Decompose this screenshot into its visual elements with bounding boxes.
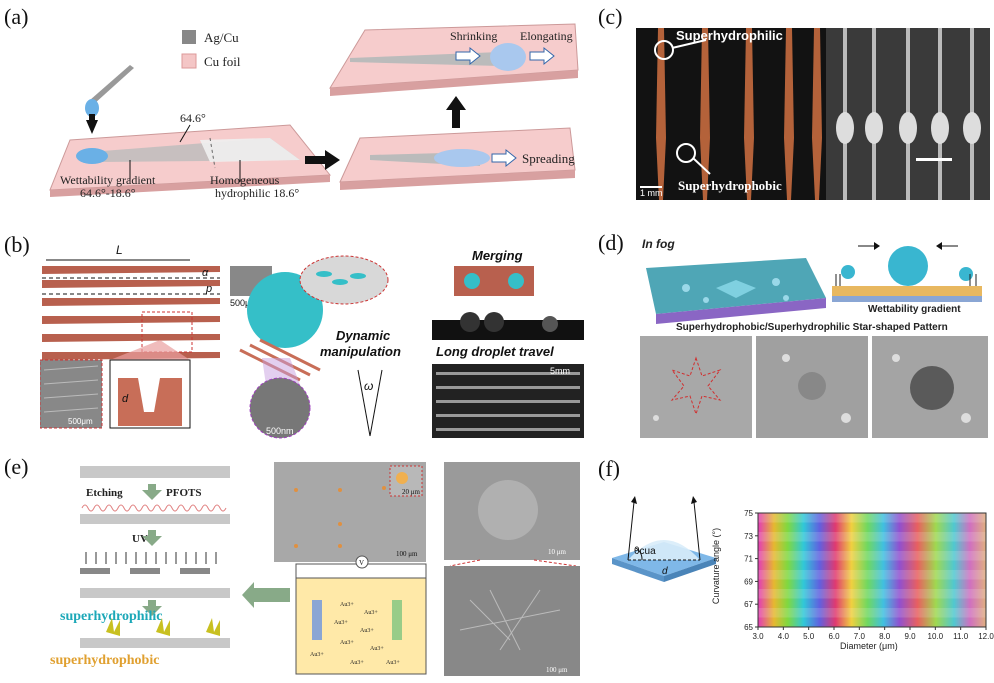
heatmap-frame — [757, 512, 987, 628]
heatmap-band — [758, 608, 986, 618]
wettability-gradient: Wettability gradient — [60, 173, 156, 187]
scale-5mm: 5mm — [550, 366, 570, 376]
label-e-superhydrophobic: superhydrophobic — [50, 653, 159, 668]
scale-500nm: 500nm — [266, 426, 294, 436]
heatmap-band — [758, 551, 986, 561]
heatmap-band — [758, 532, 986, 542]
y-tick-label: 67 — [744, 600, 753, 609]
curvature-heatmap-chart: 3.0 4.0 5.0 6.0 7.0 8.0 9.0 10.0 11.0 12.0 65 67 69 7… — [711, 505, 994, 655]
label-pfots: PFOTS — [166, 487, 201, 499]
panel-a-figure: Ag/Cu Cu foil 64.6° Wettability gradient… — [49, 23, 579, 200]
voltmeter-label: V — [359, 559, 364, 567]
label-omega: ω — [364, 379, 373, 393]
label-superhydrophobic: Superhydrophobic — [678, 178, 782, 193]
label-dynamic: Dynamic — [336, 328, 391, 343]
x-tick-label: 3.0 — [752, 632, 764, 641]
label-e-superhydrophilic: superhydrophilic — [60, 609, 162, 624]
x-tick-label: 11.0 — [953, 632, 969, 641]
panel-f-diagram: θcua d — [612, 496, 716, 582]
x-tick-label: 6.0 — [828, 632, 840, 641]
hydrophilic: hydrophilic 18.6° — [215, 186, 299, 200]
scale-500um-a: 500μm — [68, 417, 93, 426]
label-theta: θcua — [634, 546, 656, 557]
label-manipulation: manipulation — [320, 344, 401, 359]
legend-agcu-swatch — [182, 30, 196, 44]
arrow-up-icon — [446, 96, 466, 128]
label-etching: Etching — [86, 487, 123, 499]
x-tick-label: 4.0 — [778, 632, 790, 641]
scale-10um: 10 μm — [548, 548, 567, 556]
ion-5: Au3+ — [340, 640, 354, 646]
y-tick-label: 65 — [744, 623, 753, 632]
panel-b-label: (b) — [4, 232, 30, 257]
panel-d-figure: In fog Wettability gradient Superhydroph… — [636, 228, 990, 440]
legend-cufoil: Cu foil — [204, 54, 241, 69]
ion-2: Au3+ — [364, 610, 378, 616]
heatmap-band — [758, 570, 986, 580]
label-f-d: d — [662, 566, 668, 577]
panel-e-label: (e) — [4, 454, 29, 479]
ion-9: Au3+ — [386, 660, 400, 666]
heatmap-xlabel: Diameter (μm) — [840, 641, 898, 651]
panel-c-label: (c) — [598, 4, 623, 29]
label-long-travel: Long droplet travel — [436, 344, 554, 359]
label-d: d — [122, 393, 129, 405]
angle-top: 64.6° — [180, 111, 206, 125]
y-tick-label: 69 — [744, 577, 753, 586]
ion-7: Au3+ — [310, 652, 324, 658]
droplet-icon — [85, 99, 99, 117]
elongating: Elongating — [520, 29, 573, 43]
panel-a-label: (a) — [4, 4, 29, 29]
x-tick-label: 5.0 — [803, 632, 815, 641]
ion-4: Au3+ — [360, 628, 374, 634]
scale-100um: 100 μm — [396, 550, 418, 558]
heatmap-field — [758, 513, 986, 627]
x-tick-label: 8.0 — [879, 632, 891, 641]
label-superhydrophilic: Superhydrophilic — [676, 28, 783, 43]
scale-20um: 20 μm — [402, 488, 421, 496]
label-d-gradient: Wettability gradient — [868, 304, 961, 315]
y-tick-label: 75 — [744, 509, 753, 518]
spreading: Spreading — [522, 151, 575, 166]
ion-3: Au3+ — [334, 620, 348, 626]
gradient-range: 64.6°-18.6° — [80, 186, 136, 200]
x-tick-label: 9.0 — [904, 632, 916, 641]
scale-500um-b: 500μm — [230, 298, 258, 308]
y-tick-label: 71 — [744, 555, 753, 564]
panel-f-label: (f) — [598, 456, 620, 481]
y-tick-label: 73 — [744, 532, 753, 541]
legend-agcu: Ag/Cu — [204, 30, 239, 45]
label-in-fog: In fog — [642, 237, 675, 251]
arrow-right-icon — [305, 150, 340, 170]
x-tick-label: 12.0 — [978, 632, 994, 641]
label-L: L — [116, 243, 123, 257]
panel-d-label: (d) — [598, 230, 624, 255]
legend-cufoil-swatch — [181, 53, 197, 69]
panel-e-figure: Etching PFOTS UV superhydrophilic superh… — [40, 460, 585, 678]
panel-b-figure: L α p 500μm d 500μm 500nm Dynamic — [39, 240, 585, 440]
x-tick-label: 10.0 — [928, 632, 944, 641]
label-alpha: α — [202, 267, 209, 279]
ion-6: Au3+ — [370, 646, 384, 652]
ion-1: Au3+ — [340, 602, 354, 608]
ion-8: Au3+ — [350, 660, 364, 666]
label-merging: Merging — [472, 248, 523, 263]
scale-1mm: 1 mm — [640, 188, 663, 198]
label-p: p — [205, 283, 212, 295]
pipette-icon — [90, 65, 134, 104]
scale-100um-b: 100 μm — [546, 666, 568, 674]
panel-c-image: Superhydrophilic Superhydrophobic 1 mm — [636, 28, 990, 200]
x-tick-label: 7.0 — [854, 632, 866, 641]
heatmap-ylabel: Curvature angle (°) — [711, 527, 722, 605]
label-d-caption: Superhydrophobic/Superhydrophilic Star-s… — [676, 322, 948, 333]
shrinking: Shrinking — [450, 29, 497, 43]
heatmap-band — [758, 513, 986, 523]
heatmap-band — [758, 589, 986, 599]
homogeneous: Homogeneous — [210, 173, 280, 187]
